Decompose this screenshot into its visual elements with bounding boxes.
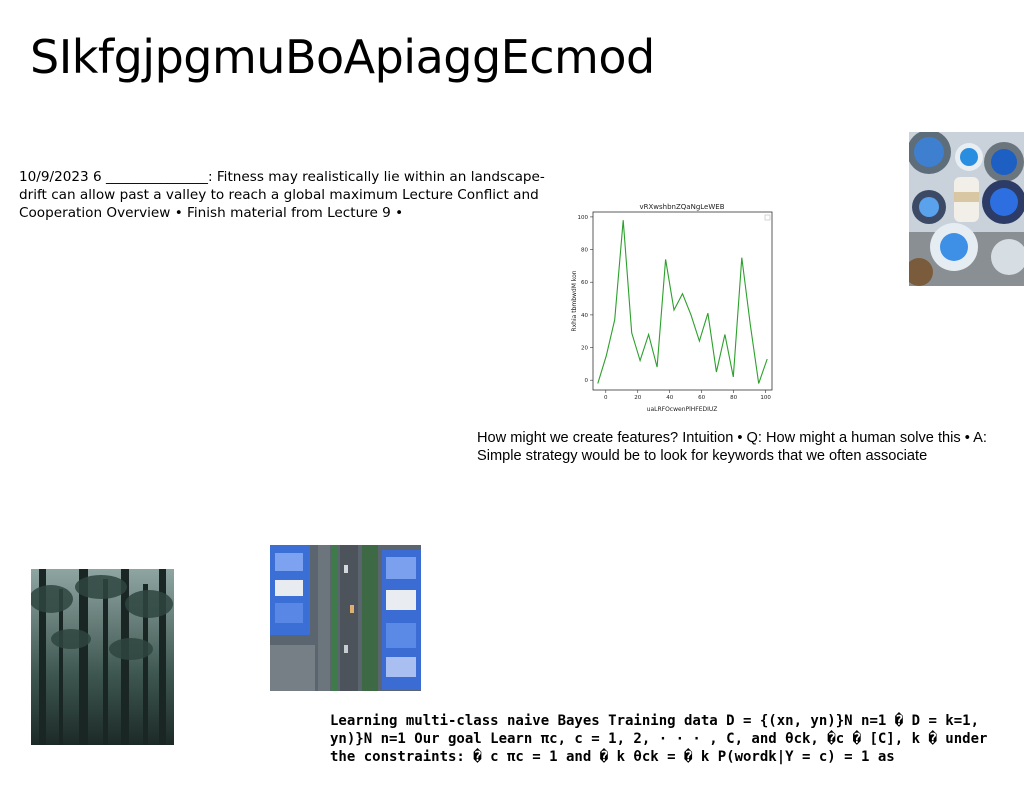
blue-dessert-photo xyxy=(909,132,1024,286)
chart-legend-box xyxy=(764,214,771,221)
chart-x-label: uaLRFOcwenPlHFEDIUZ xyxy=(647,406,718,413)
chart-y-label: Rxhia tbmbwdM kon xyxy=(571,270,578,331)
forest-trees-photo xyxy=(31,569,174,745)
chart-plot-area xyxy=(592,211,773,391)
y-tick-label: 100 xyxy=(578,215,589,221)
features-text-block: How might we create features? Intuition … xyxy=(477,430,987,464)
y-tick-label: 60 xyxy=(581,280,588,286)
x-tick-label: 60 xyxy=(698,395,705,401)
line-chart: vRXwshbnZQaNgLeWEB uaLRFOcwenPlHFEDIUZ R… xyxy=(566,198,778,416)
x-tick-label: 20 xyxy=(634,395,641,401)
y-tick-label: 0 xyxy=(585,378,589,384)
chart-title: vRXwshbnZQaNgLeWEB xyxy=(640,203,725,211)
y-tick-label: 20 xyxy=(581,346,588,352)
y-tick-label: 80 xyxy=(581,248,588,254)
x-tick-label: 80 xyxy=(730,395,737,401)
lecture-text-block: 10/9/2023 6 _______________: Fitness may… xyxy=(19,169,545,221)
x-tick-label: 100 xyxy=(760,395,771,401)
slide-title: SIkfgjpgmuBoApiaggEcmod xyxy=(30,30,655,84)
aerial-city-photo xyxy=(270,545,421,691)
naive-bayes-text-block: Learning multi-class naive Bayes Trainin… xyxy=(330,713,988,765)
x-tick-label: 0 xyxy=(604,395,608,401)
y-tick-label: 40 xyxy=(581,313,588,319)
chart-series-line xyxy=(597,220,768,384)
x-tick-label: 40 xyxy=(666,395,673,401)
